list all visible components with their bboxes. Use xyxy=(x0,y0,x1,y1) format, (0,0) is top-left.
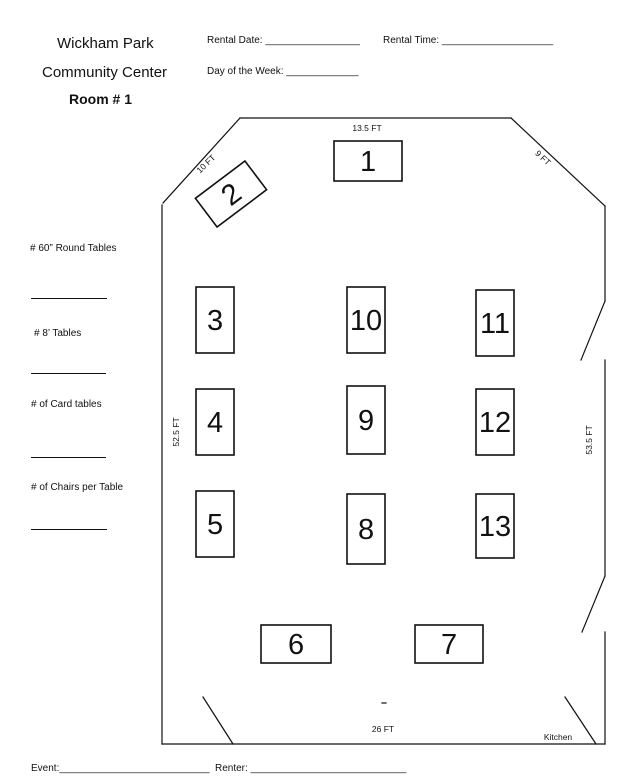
day-of-week-field[interactable]: Day of the Week: _____________ xyxy=(207,66,359,77)
wall-top-left xyxy=(162,117,241,204)
chairs-per-table-blank[interactable] xyxy=(31,529,107,530)
table-number: 9 xyxy=(358,405,374,437)
table-outline xyxy=(260,624,332,664)
table-12: 12 xyxy=(475,388,515,456)
eight-ft-tables-label: # 8’ Tables xyxy=(34,328,82,339)
table-1: 1 xyxy=(333,140,403,182)
table-3: 3 xyxy=(195,286,235,354)
event-field[interactable]: Event:___________________________ xyxy=(31,763,210,774)
door-kitchen xyxy=(564,696,597,745)
rental-time-field[interactable]: Rental Time: ____________________ xyxy=(383,35,554,46)
table-outline xyxy=(195,388,235,456)
dim-right: 53.5 FT xyxy=(584,425,594,454)
table-number: 12 xyxy=(479,407,511,439)
center-name-line1: Wickham Park xyxy=(57,35,154,52)
table-outline xyxy=(346,286,386,354)
dim-top-right: 9 FT xyxy=(533,148,553,167)
dim-top: 13.5 FT xyxy=(352,123,381,133)
table-number: 1 xyxy=(360,146,376,178)
chairs-per-table-label: # of Chairs per Table xyxy=(31,482,124,493)
table-outline xyxy=(333,140,403,182)
dim-top-left: 10 FT xyxy=(194,153,217,176)
table-outline xyxy=(414,624,484,664)
table-outline xyxy=(194,159,268,229)
dim-bottom: 26 FT xyxy=(372,724,394,734)
table-11: 11 xyxy=(475,289,515,357)
wall-top-right xyxy=(510,117,606,207)
table-7: 7 xyxy=(414,624,484,664)
round-tables-blank[interactable] xyxy=(31,298,107,299)
table-9: 9 xyxy=(346,385,386,455)
table-outline xyxy=(195,490,235,558)
table-13: 13 xyxy=(475,493,515,559)
table-outline xyxy=(195,286,235,354)
eight-ft-tables-blank[interactable] xyxy=(31,373,106,374)
table-10: 10 xyxy=(346,286,386,354)
kitchen-label: Kitchen xyxy=(544,732,573,742)
center-name-line2: Community Center xyxy=(42,64,168,81)
table-number: 4 xyxy=(207,407,223,439)
room-number: Room # 1 xyxy=(69,91,133,107)
table-4: 4 xyxy=(195,388,235,456)
door-right-lower xyxy=(581,575,606,633)
renter-field[interactable]: Renter: ____________________________ xyxy=(215,763,407,774)
table-number: 13 xyxy=(479,511,511,543)
table-outline xyxy=(346,493,386,565)
door-bottom-left xyxy=(202,696,234,745)
door-right-upper xyxy=(580,300,606,361)
rental-date-field[interactable]: Rental Date: _________________ xyxy=(207,35,360,46)
table-outline xyxy=(475,289,515,357)
dim-left: 52.5 FT xyxy=(171,417,181,446)
table-number: 7 xyxy=(441,629,457,661)
table-8: 8 xyxy=(346,493,386,565)
table-outline xyxy=(346,385,386,455)
table-6: 6 xyxy=(260,624,332,664)
table-outline xyxy=(475,388,515,456)
table-2: 2 xyxy=(194,159,268,229)
table-number: 6 xyxy=(288,629,304,661)
table-number: 5 xyxy=(207,509,223,541)
card-tables-label: # of Card tables xyxy=(31,399,102,410)
table-number: 3 xyxy=(207,305,223,337)
round-tables-label: # 60” Round Tables xyxy=(30,243,117,254)
table-number: 10 xyxy=(350,305,382,337)
table-number: 11 xyxy=(480,308,510,340)
table-number: 8 xyxy=(358,514,374,546)
card-tables-blank[interactable] xyxy=(31,457,106,458)
table-5: 5 xyxy=(195,490,235,558)
table-outline xyxy=(475,493,515,559)
